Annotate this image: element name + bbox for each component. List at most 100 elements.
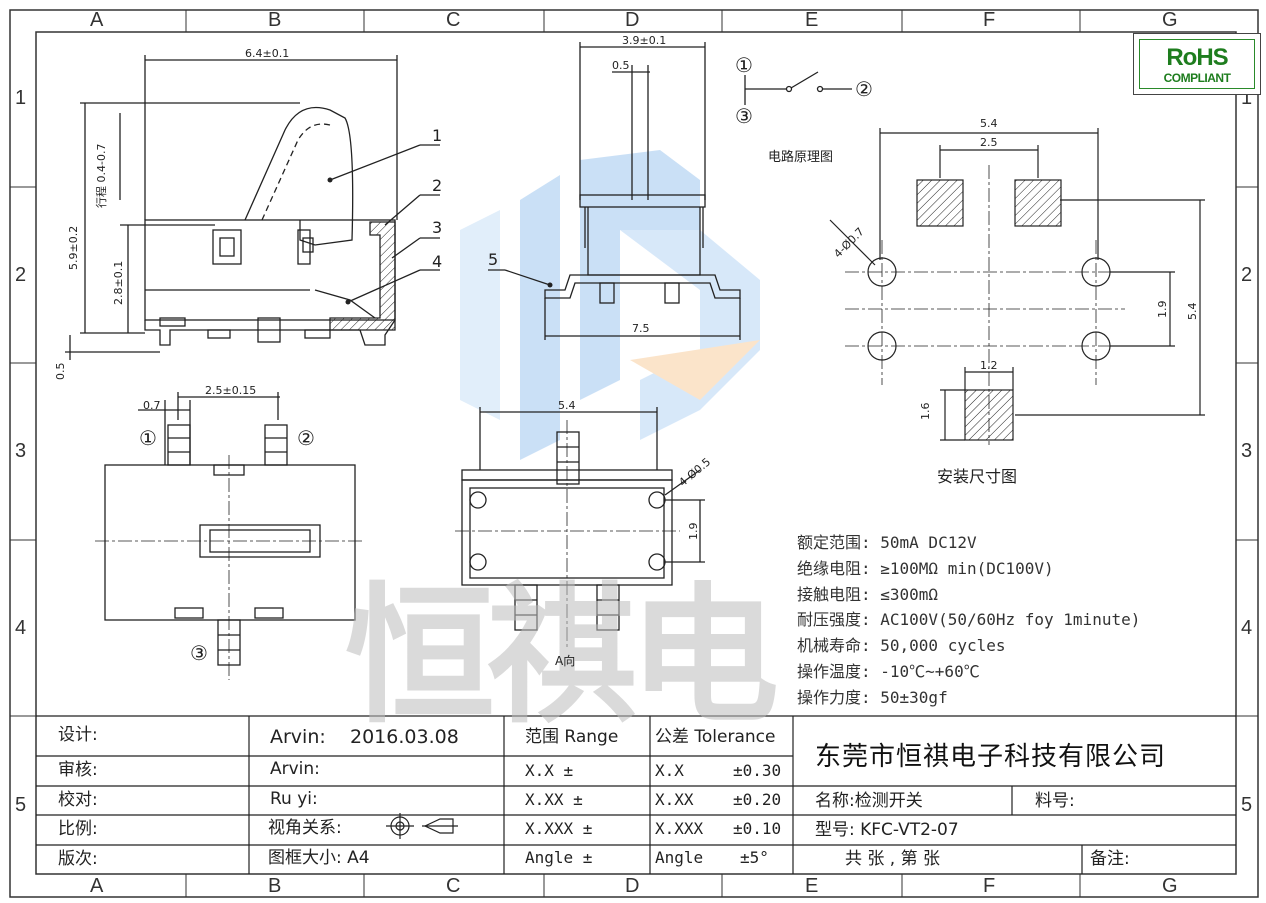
bottom-pin-3: ③ xyxy=(190,641,208,665)
footprint-pad-height: 1.6 xyxy=(919,402,932,421)
company-name: 东莞市恒祺电子科技有限公司 xyxy=(815,742,1167,772)
tb-label-review: 审核: xyxy=(58,760,98,780)
tb-label-design: 设计: xyxy=(58,725,98,745)
circuit-pin-3: ③ xyxy=(735,104,753,128)
tb-projection-label: 视角关系: xyxy=(268,818,342,838)
tb-designer: Arvin: xyxy=(270,726,326,748)
front-lever-dim: 0.5 xyxy=(612,59,630,72)
grid-col-a-bottom: A xyxy=(90,875,104,897)
circuit-pin-2: ② xyxy=(855,77,873,101)
tb-label-check: 校对: xyxy=(58,790,98,810)
spec-withstand-voltage: 耐压强度: AC100V(50/60Hz foy 1minute) xyxy=(797,610,1141,629)
grid-col-b-bottom: B xyxy=(268,875,282,897)
spec-rating: 额定范围: 50mA DC12V xyxy=(797,533,977,552)
tb-tol-value-4: ±5° xyxy=(740,848,769,867)
side-width-dim: 6.4±0.1 xyxy=(245,47,290,60)
footprint-pad-width: 1.2 xyxy=(980,359,998,372)
tb-material-no: 料号: xyxy=(1035,791,1075,811)
footprint-caption: 安装尺寸图 xyxy=(937,467,1018,486)
grid-col-c: C xyxy=(446,9,461,31)
grid-col-d-bottom: D xyxy=(625,875,640,897)
rohs-badge: RoHS COMPLIANT xyxy=(1133,33,1261,95)
side-body-dim: 2.8±0.1 xyxy=(112,260,125,305)
callout-5: 5 xyxy=(488,250,499,269)
front-width-dim: 7.5 xyxy=(632,322,650,335)
tb-design-date: 2016.03.08 xyxy=(350,726,459,748)
tb-tol-label-2: X.XX xyxy=(655,790,694,809)
bottom-pin-dim: 0.7 xyxy=(143,399,161,412)
callout-3: 3 xyxy=(432,218,443,237)
rohs-title: RoHS xyxy=(1166,44,1228,71)
grid-col-c-bottom: C xyxy=(446,875,461,897)
tb-range-row-4: Angle ± xyxy=(525,848,593,867)
grid-row-2-right: 2 xyxy=(1241,264,1253,286)
grid-col-d: D xyxy=(625,9,640,31)
callout-2: 2 xyxy=(432,176,443,195)
tb-tolerance-header: 公差 Tolerance xyxy=(655,727,776,747)
side-height-dim: 5.9±0.2 xyxy=(67,225,80,270)
tb-range-row-1: X.X ± xyxy=(525,761,574,780)
grid-col-a: A xyxy=(90,9,104,31)
tb-remark: 备注: xyxy=(1090,849,1130,869)
grid-col-g: G xyxy=(1162,9,1178,31)
footprint-outer-dim: 5.4 xyxy=(980,117,998,130)
grid-row-1-right: 1 xyxy=(1241,87,1253,109)
tb-tol-label-1: X.X xyxy=(655,761,684,780)
tb-tol-label-3: X.XXX xyxy=(655,819,704,838)
bottom-pin-1: ① xyxy=(139,426,157,450)
rohs-logo-frame: RoHS COMPLIANT xyxy=(1139,39,1255,89)
side-travel-dim: 行程 0.4-0.7 xyxy=(95,143,108,208)
viewa-caption: A向 xyxy=(555,654,576,668)
tb-range-row-3: X.XXX ± xyxy=(525,819,593,838)
front-top-dim: 3.9±0.1 xyxy=(622,34,667,47)
circuit-pin-1: ① xyxy=(735,53,753,77)
circuit-caption: 电路原理图 xyxy=(768,150,834,165)
spec-operating-temp: 操作温度: -10℃~+60℃ xyxy=(797,662,980,681)
tb-label-scale: 比例: xyxy=(58,819,98,839)
bottom-pin-2: ② xyxy=(297,426,315,450)
grid-col-b: B xyxy=(268,9,282,31)
callout-1: 1 xyxy=(432,126,443,145)
tb-checker: Ru yi: xyxy=(270,789,318,809)
spec-mechanical-life: 机械寿命: 50,000 cycles xyxy=(797,636,1006,655)
tb-range-row-2: X.XX ± xyxy=(525,790,583,809)
footprint-height-dim: 5.4 xyxy=(1186,302,1199,321)
viewa-width-dim: 5.4 xyxy=(558,399,576,412)
tb-label-version: 版次: xyxy=(58,849,98,869)
grid-row-5-right: 5 xyxy=(1241,794,1253,816)
grid-col-f: F xyxy=(983,9,996,31)
bottom-pitch-dim: 2.5±0.15 xyxy=(205,384,257,397)
grid-col-e: E xyxy=(805,9,819,31)
tb-range-header: 范围 Range xyxy=(525,727,619,747)
viewa-pitch-dim: 1.9 xyxy=(687,522,700,541)
side-base-dim: 0.5 xyxy=(54,362,67,381)
grid-row-2: 2 xyxy=(15,264,27,286)
grid-row-3-right: 3 xyxy=(1241,440,1253,462)
tb-tol-label-4: Angle xyxy=(655,848,704,867)
tb-model: 型号: KFC-VT2-07 xyxy=(815,820,959,840)
footprint-pitch-dim: 1.9 xyxy=(1156,300,1169,319)
tb-tol-value-3: ±0.10 xyxy=(733,819,782,838)
grid-row-4-right: 4 xyxy=(1241,617,1253,639)
tb-tol-value-2: ±0.20 xyxy=(733,790,782,809)
tb-part-name: 名称:检测开关 xyxy=(815,791,923,811)
grid-col-f-bottom: F xyxy=(983,875,996,897)
callout-4: 4 xyxy=(432,252,443,271)
tb-frame-size: 图框大小: A4 xyxy=(268,848,370,868)
grid-row-3: 3 xyxy=(15,440,27,462)
tb-reviewer: Arvin: xyxy=(270,759,320,779)
tb-sheet-count: 共 张 , 第 张 xyxy=(845,849,941,869)
spec-insulation: 绝缘电阻: ≥100MΩ min(DC100V) xyxy=(797,559,1054,578)
grid-row-5: 5 xyxy=(15,794,27,816)
grid-row-4: 4 xyxy=(15,617,27,639)
footprint-inner-dim: 2.5 xyxy=(980,136,998,149)
tb-tol-value-1: ±0.30 xyxy=(733,761,782,780)
grid-col-g-bottom: G xyxy=(1162,875,1178,897)
grid-row-1: 1 xyxy=(15,87,27,109)
rohs-subtitle: COMPLIANT xyxy=(1163,71,1231,85)
spec-operating-force: 操作力度: 50±30gf xyxy=(797,688,948,707)
spec-contact-resistance: 接触电阻: ≤300mΩ xyxy=(797,585,939,604)
grid-col-e-bottom: E xyxy=(805,875,819,897)
company-watermark: 恒祺电 xyxy=(345,568,779,744)
